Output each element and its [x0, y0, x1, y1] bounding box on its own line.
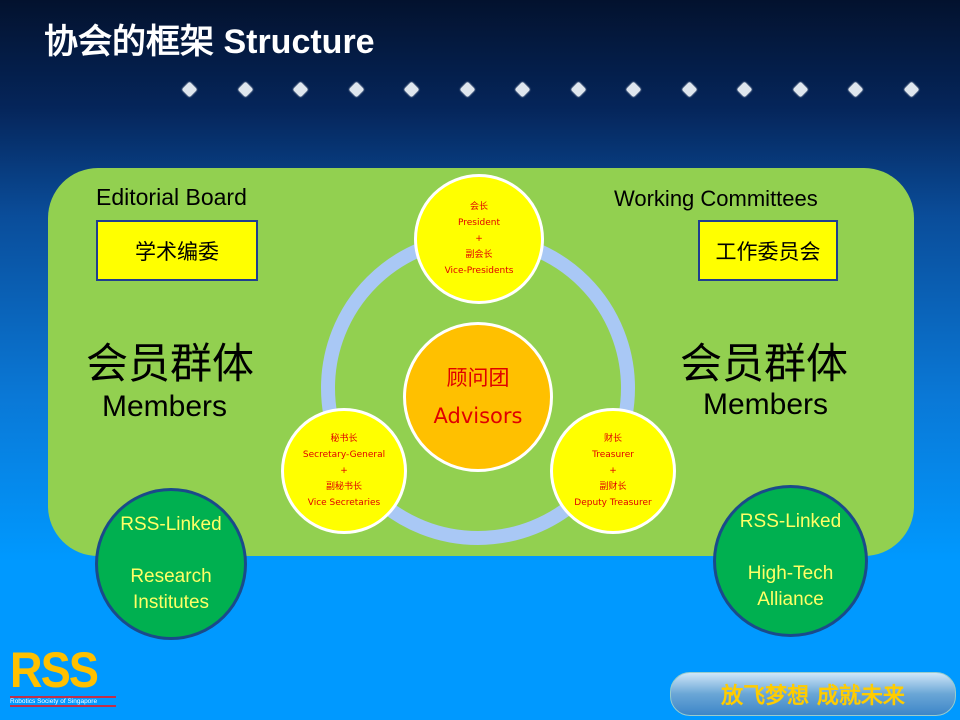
linked-line: Alliance: [757, 589, 824, 610]
role-cn: 副秘书长: [325, 482, 362, 492]
advisors-cn: 顾问团: [446, 366, 510, 390]
plus: +: [609, 466, 617, 476]
president-circle: 会长 President + 副会长 Vice-Presidents: [414, 174, 544, 304]
role-cn: 秘书长: [330, 434, 358, 444]
role-en: Vice Secretaries: [307, 498, 381, 508]
advisors-en: Advisors: [433, 404, 523, 428]
plus: +: [475, 234, 483, 244]
linked-line: High-Tech: [747, 563, 834, 584]
plus: +: [340, 466, 348, 476]
slogan-banner: 放飞梦想 成就未来: [670, 672, 956, 716]
linked-line: Institutes: [132, 592, 210, 613]
role-en: President: [458, 218, 500, 228]
members-cn-left: 会员群体: [86, 340, 255, 387]
members-cn-right: 会员群体: [680, 340, 849, 387]
treasurer-circle: 财长 Treasurer + 副财长 Deputy Treasurer: [550, 408, 676, 534]
editorial-board-heading: Editorial Board: [96, 184, 247, 210]
role-en: Vice-Presidents: [444, 266, 514, 276]
role-en: Deputy Treasurer: [574, 498, 652, 508]
role-en: Treasurer: [592, 450, 634, 460]
members-en-right: Members: [703, 388, 829, 421]
linked-label: RSS-Linked: [120, 514, 222, 535]
linked-line: Research: [130, 566, 212, 587]
advisors-circle: 顾问团 Advisors: [403, 322, 553, 472]
working-committees-box: 工作委员会: [698, 220, 838, 281]
role-en: Secretary-General: [302, 450, 386, 460]
logo-subtitle: Robotics Society of Singapore: [10, 696, 116, 707]
linked-label: RSS-Linked: [739, 511, 842, 532]
page-title: 协会的框架 Structure: [44, 23, 375, 61]
role-cn: 副财长: [599, 482, 627, 492]
members-en-left: Members: [102, 390, 228, 423]
working-committees-heading: Working Committees: [614, 186, 818, 211]
secretary-circle: 秘书长 Secretary-General + 副秘书长 Vice Secretarie…: [281, 408, 407, 534]
role-cn: 会长: [469, 202, 488, 212]
rss-logo: RSS Robotics Society of Singapore: [10, 642, 116, 712]
logo-text: RSS: [10, 642, 99, 698]
role-cn: 副会长: [465, 250, 493, 260]
editorial-board-box: 学术编委: [96, 220, 258, 281]
role-cn: 财长: [603, 434, 622, 444]
